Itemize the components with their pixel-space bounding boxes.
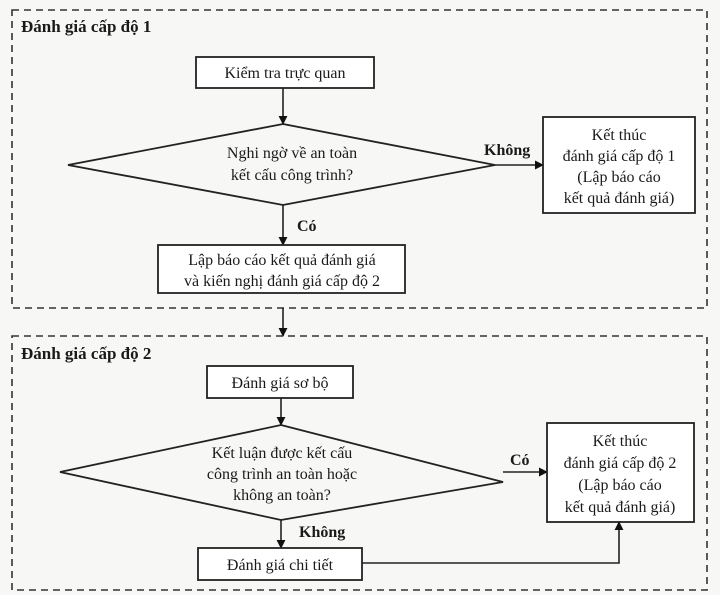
- end-2-line-4: kết quả đánh giá): [565, 499, 676, 516]
- preliminary-assessment-text: Đánh giá sơ bộ: [232, 375, 329, 392]
- end-2-line-3: (Lập báo cáo: [578, 477, 662, 494]
- section-level-1: Đánh giá cấp độ 1 Kiểm tra trực quan Ngh…: [11, 9, 708, 309]
- end-1-line-2: đánh giá cấp độ 1: [563, 148, 676, 165]
- decision-1-line-1: Nghi ngờ về an toàn: [227, 145, 357, 162]
- safety-conclusion-decision: Kết luận được kết cấu công trình an toàn…: [59, 424, 504, 521]
- end-1-line-1: Kết thúc: [592, 127, 647, 144]
- section-level-1-border: [11, 9, 708, 309]
- section-level-2-border: [11, 335, 708, 591]
- section-level-2: Đánh giá cấp độ 2 Đánh giá sơ bộ Kết luậ…: [11, 335, 708, 591]
- end-2-line-1: Kết thúc: [593, 433, 648, 450]
- end-level-1-node: Kết thúc đánh giá cấp độ 1 (Lập báo cáo …: [542, 116, 696, 214]
- preliminary-assessment-node: Đánh giá sơ bộ: [206, 365, 354, 399]
- detailed-assessment-node: Đánh giá chi tiết: [197, 547, 363, 581]
- decision-2-line-1: Kết luận được kết cấu: [212, 445, 353, 462]
- arrow-detail-to-end-2: [362, 521, 624, 564]
- decision-1-line-2: kết cấu công trình?: [231, 167, 353, 184]
- detailed-assessment-text: Đánh giá chi tiết: [227, 557, 334, 574]
- report-line-1: Lập báo cáo kết quả đánh giá: [188, 252, 375, 269]
- decision-2-line-2: công trình an toàn hoặc: [207, 466, 357, 483]
- visual-inspection-node: Kiểm tra trực quan: [195, 56, 375, 89]
- edge-label-yes-2: Có: [510, 452, 530, 469]
- safety-doubt-decision: Nghi ngờ về an toàn kết cấu công trình?: [67, 123, 496, 206]
- end-1-line-4: kết quả đánh giá): [564, 190, 675, 207]
- edge-label-yes-1: Có: [297, 218, 317, 235]
- end-level-2-node: Kết thúc đánh giá cấp độ 2 (Lập báo cáo …: [546, 422, 695, 523]
- edge-label-no-2: Không: [299, 524, 345, 541]
- end-1-line-3: (Lập báo cáo: [577, 169, 661, 186]
- decision-2-line-3: không an toàn?: [233, 487, 331, 504]
- section-level-1-title: Đánh giá cấp độ 1: [21, 17, 151, 36]
- section-level-2-title: Đánh giá cấp độ 2: [21, 344, 151, 363]
- report-and-recommend-node: Lập báo cáo kết quả đánh giá và kiến ngh…: [157, 244, 406, 294]
- end-2-line-2: đánh giá cấp độ 2: [564, 455, 677, 472]
- visual-inspection-text: Kiểm tra trực quan: [224, 65, 345, 82]
- report-line-2: và kiến nghị đánh giá cấp độ 2: [184, 273, 380, 290]
- edge-label-no-1: Không: [484, 142, 530, 159]
